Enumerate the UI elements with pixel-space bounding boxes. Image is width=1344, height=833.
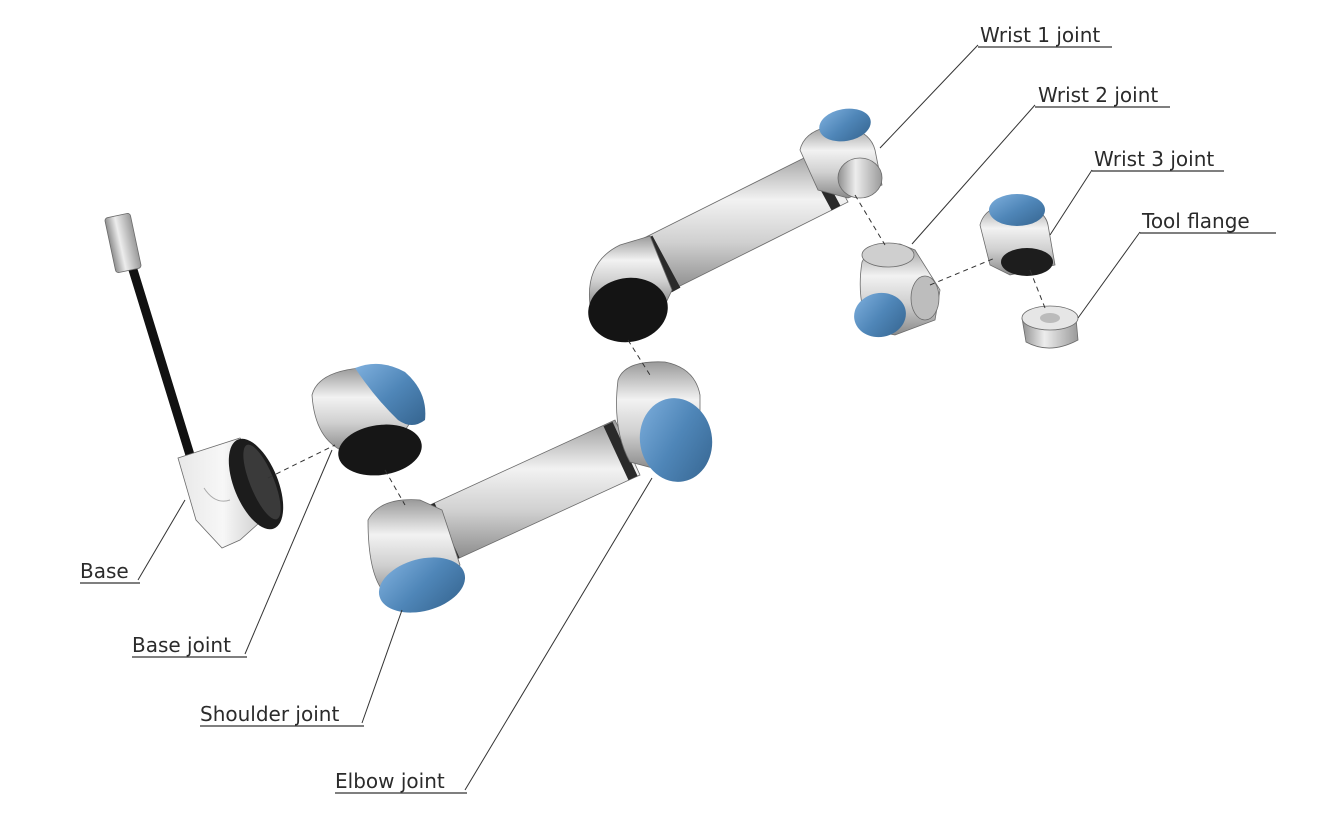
base-joint-dark-face — [338, 424, 422, 476]
label-wrist2-joint-text: Wrist 2 joint — [1038, 83, 1158, 107]
assembly-lines — [267, 194, 1046, 506]
label-base-text: Base — [80, 559, 129, 583]
leader-lines — [137, 44, 1141, 791]
wrist2-joint-part — [854, 242, 941, 338]
shoulder-joint-blue-cap — [378, 557, 466, 613]
wrist3-joint-part — [979, 194, 1056, 276]
elbow-dark-face — [588, 277, 668, 343]
cable-connector — [104, 213, 142, 273]
label-wrist2-joint: Wrist 2 joint — [1035, 83, 1170, 108]
wrist2-joint-blue-cap — [854, 292, 906, 338]
shoulder-joint-part — [367, 361, 713, 613]
label-shoulder-joint-text: Shoulder joint — [200, 702, 339, 726]
label-base-joint-text: Base joint — [132, 633, 231, 657]
label-tool-flange: Tool flange — [1140, 209, 1276, 234]
label-elbow-joint-text: Elbow joint — [335, 769, 445, 793]
base-joint-part — [311, 363, 426, 476]
label-tool-flange-text: Tool flange — [1141, 209, 1250, 233]
base-cable — [125, 255, 195, 460]
label-wrist1-joint: Wrist 1 joint — [978, 23, 1112, 48]
base-joint-blue-cap — [355, 363, 426, 425]
label-wrist3-joint: Wrist 3 joint — [1092, 147, 1224, 172]
wrist3-joint-blue-cap — [989, 194, 1045, 226]
elbow-joint-blue-cap — [639, 398, 713, 482]
label-wrist3-joint-text: Wrist 3 joint — [1094, 147, 1214, 171]
label-base-joint: Base joint — [132, 633, 247, 658]
label-base: Base — [80, 559, 140, 584]
upper-arm-part — [588, 108, 883, 343]
wrist1-joint-blue-cap — [819, 108, 871, 142]
label-shoulder-joint: Shoulder joint — [200, 702, 364, 727]
tool-flange-part — [1021, 305, 1079, 349]
base-part — [104, 213, 284, 549]
label-wrist1-joint-text: Wrist 1 joint — [980, 23, 1100, 47]
label-elbow-joint: Elbow joint — [335, 769, 467, 794]
lower-arm-tube — [429, 419, 641, 561]
